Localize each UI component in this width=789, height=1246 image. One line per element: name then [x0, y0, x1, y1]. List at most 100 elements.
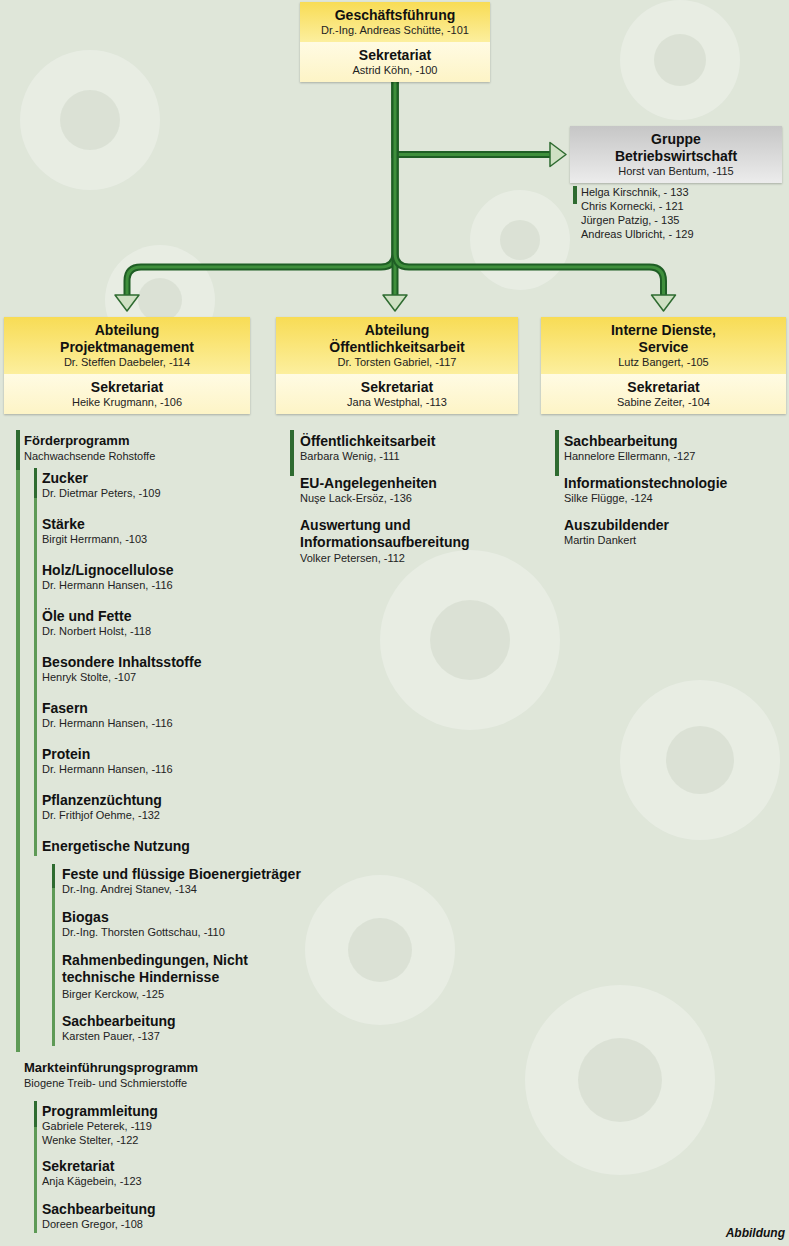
person-name: Gabriele Peterek, -119: [42, 1120, 152, 1133]
box-heading: Sekretariat: [282, 379, 512, 396]
box-header: GeschäftsführungDr.-Ing. Andreas Schütte…: [300, 2, 490, 42]
connector: [115, 82, 395, 311]
person-name: Chris Kornecki, - 121: [581, 200, 684, 213]
department-box: Interne Dienste, ServiceLutz Bangert, -1…: [541, 317, 786, 414]
section-heading: Sachbearbeitung: [564, 433, 678, 450]
box-header: Gruppe BetriebswirtschaftHorst van Bentu…: [570, 126, 782, 183]
department-box: GeschäftsführungDr.-Ing. Andreas Schütte…: [300, 2, 490, 82]
box-header: Abteilung ÖffentlichkeitsarbeitDr. Torst…: [276, 317, 518, 374]
section-heading: Auswertung und Informationsaufbereitung: [300, 517, 535, 551]
box-heading: Gruppe Betriebswirtschaft: [596, 131, 756, 165]
box-secretariat: SekretariatJana Westphal, -113: [276, 374, 518, 414]
box-name: Astrid Köhn, -100: [306, 64, 484, 77]
box-header: Interne Dienste, ServiceLutz Bangert, -1…: [541, 317, 786, 374]
section-heading: Feste und flüssige Bioenergieträger: [62, 866, 301, 883]
box-name: Lutz Bangert, -105: [547, 356, 780, 369]
arrow-head: [383, 295, 407, 311]
box-name: Sabine Zeiter, -104: [547, 396, 780, 409]
person-name: Jürgen Patzig, - 135: [581, 214, 679, 227]
person-name: Martin Dankert: [564, 534, 636, 547]
bracket-bar: [34, 1101, 37, 1127]
arrow-head: [115, 295, 139, 311]
box-heading: Abteilung Öffentlichkeitsarbeit: [312, 322, 482, 356]
connector: [395, 82, 566, 167]
section-heading: Sachbearbeitung: [42, 1201, 156, 1218]
bracket-bar: [52, 864, 55, 888]
section-heading: Öle und Fette: [42, 608, 131, 625]
connector-line: [127, 82, 395, 297]
box-name: Dr. Torsten Gabriel, -117: [282, 356, 512, 369]
arrow-head: [652, 295, 676, 311]
group-box: Gruppe BetriebswirtschaftHorst van Bentu…: [570, 126, 782, 183]
box-heading: Sekretariat: [10, 379, 244, 396]
person-name: Doreen Gregor, -108: [42, 1218, 143, 1231]
person-name: Nuşe Lack-Ersöz, -136: [300, 492, 412, 505]
person-name: Birger Kerckow, -125: [62, 988, 164, 1001]
person-name: Biogene Treib- und Schmierstoffe: [24, 1077, 187, 1090]
section-heading: Energetische Nutzung: [42, 838, 190, 855]
person-name: Dr. Dietmar Peters, -109: [42, 487, 161, 500]
person-name: Birgit Herrmann, -103: [42, 533, 147, 546]
person-name: Andreas Ulbricht, - 129: [581, 228, 694, 241]
box-heading: Sekretariat: [306, 47, 484, 64]
section-heading: Sachbearbeitung: [62, 1013, 176, 1030]
person-name: Wenke Stelter, -122: [42, 1134, 138, 1147]
section-heading: Zucker: [42, 470, 88, 487]
section-heading: Programmleitung: [42, 1103, 158, 1120]
box-heading: Interne Dienste, Service: [589, 322, 739, 356]
box-heading: Abteilung Projektmanagement: [42, 322, 212, 356]
sunflower-petals: [20, 0, 780, 1175]
person-name: Silke Flügge, -124: [564, 492, 653, 505]
person-name: Anja Kägebein, -123: [42, 1175, 142, 1188]
bracket-bar: [16, 430, 20, 1052]
person-name: Karsten Pauer, -137: [62, 1030, 160, 1043]
section-heading: EU-Angelegenheiten: [300, 475, 437, 492]
box-header: Abteilung ProjektmanagementDr. Steffen D…: [4, 317, 250, 374]
box-name: Dr. Steffen Daebeler, -114: [10, 356, 244, 369]
bracket-bar: [34, 1101, 37, 1233]
section-heading: Besondere Inhaltsstoffe: [42, 654, 201, 671]
person-name: Dr. Hermann Hansen, -116: [42, 717, 173, 730]
bracket-bar: [16, 430, 20, 470]
box-name: Dr.-Ing. Andreas Schütte, -101: [306, 24, 484, 37]
section-heading: Förderprogramm: [24, 433, 129, 449]
bracket-bar: [290, 430, 294, 476]
person-name: Dr. Frithjof Oehme, -132: [42, 809, 160, 822]
connector-highlight: [127, 82, 395, 297]
arrow-head: [550, 143, 566, 167]
person-name: Dr. Hermann Hansen, -116: [42, 763, 173, 776]
bracket-bar: [52, 864, 55, 1046]
box-secretariat: SekretariatHeike Krugmann, -106: [4, 374, 250, 414]
section-heading: Auszubildender: [564, 517, 669, 534]
person-name: Barbara Wenig, -111: [300, 450, 400, 463]
bracket-bar: [573, 186, 577, 204]
person-name: Hannelore Ellermann, -127: [564, 450, 695, 463]
department-box: Abteilung ÖffentlichkeitsarbeitDr. Torst…: [276, 317, 518, 414]
bracket-bar: [555, 430, 559, 476]
box-heading: Geschäftsführung: [306, 7, 484, 24]
section-heading: Biogas: [62, 909, 109, 926]
section-heading: Protein: [42, 746, 90, 763]
person-name: Nachwachsende Rohstoffe: [24, 450, 155, 463]
department-box: Abteilung ProjektmanagementDr. Steffen D…: [4, 317, 250, 414]
box-name: Jana Westphal, -113: [282, 396, 512, 409]
person-name: Helga Kirschnik, - 133: [581, 186, 689, 199]
person-name: Dr.-Ing. Thorsten Gottschau, -110: [62, 926, 225, 939]
section-heading: Rahmenbedingungen, Nicht technische Hind…: [62, 952, 277, 986]
section-heading: Holz/Lignocellulose: [42, 562, 173, 579]
connector-highlight: [395, 82, 552, 155]
box-secretariat: SekretariatSabine Zeiter, -104: [541, 374, 786, 414]
connector-line: [395, 82, 552, 155]
person-name: Dr. Hermann Hansen, -116: [42, 579, 173, 592]
section-heading: Fasern: [42, 700, 88, 717]
section-heading: Öffentlichkeitsarbeit: [300, 433, 435, 450]
bracket-bar: [34, 468, 37, 856]
box-secretariat: SekretariatAstrid Köhn, -100: [300, 42, 490, 82]
bracket-bar: [34, 468, 37, 498]
section-heading: Markteinführungsprogramm: [24, 1060, 198, 1076]
section-heading: Sekretariat: [42, 1158, 114, 1175]
box-heading: Sekretariat: [547, 379, 780, 396]
person-name: Volker Petersen, -112: [300, 552, 405, 565]
